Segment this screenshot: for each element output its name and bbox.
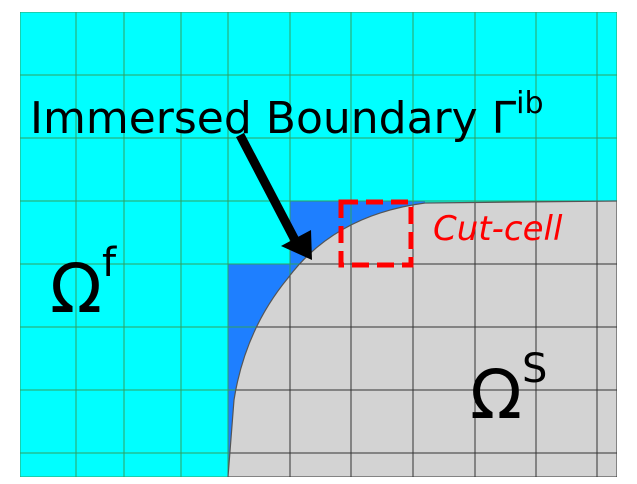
cut-region — [228, 201, 425, 477]
solid-omega: Ω — [470, 356, 522, 435]
solid-grid — [228, 201, 617, 477]
title-superscript: ib — [516, 86, 543, 121]
cut-cell-label: Cut-cell — [433, 209, 563, 249]
solid-superscript: S — [522, 346, 547, 392]
title-label: Immersed Boundary Γib — [30, 86, 544, 144]
cut-cell-box — [338, 199, 414, 268]
arrow-down-right-icon — [236, 132, 312, 260]
fluid-omega: Ω — [50, 250, 102, 329]
immersed-boundary-curve — [227, 200, 618, 478]
solid-domain-label: ΩS — [470, 346, 547, 435]
fluid-superscript: f — [102, 240, 117, 286]
title-main: Immersed Boundary Γ — [30, 93, 517, 144]
solid-region — [228, 201, 617, 477]
fluid-domain-label: Ωf — [50, 240, 117, 329]
